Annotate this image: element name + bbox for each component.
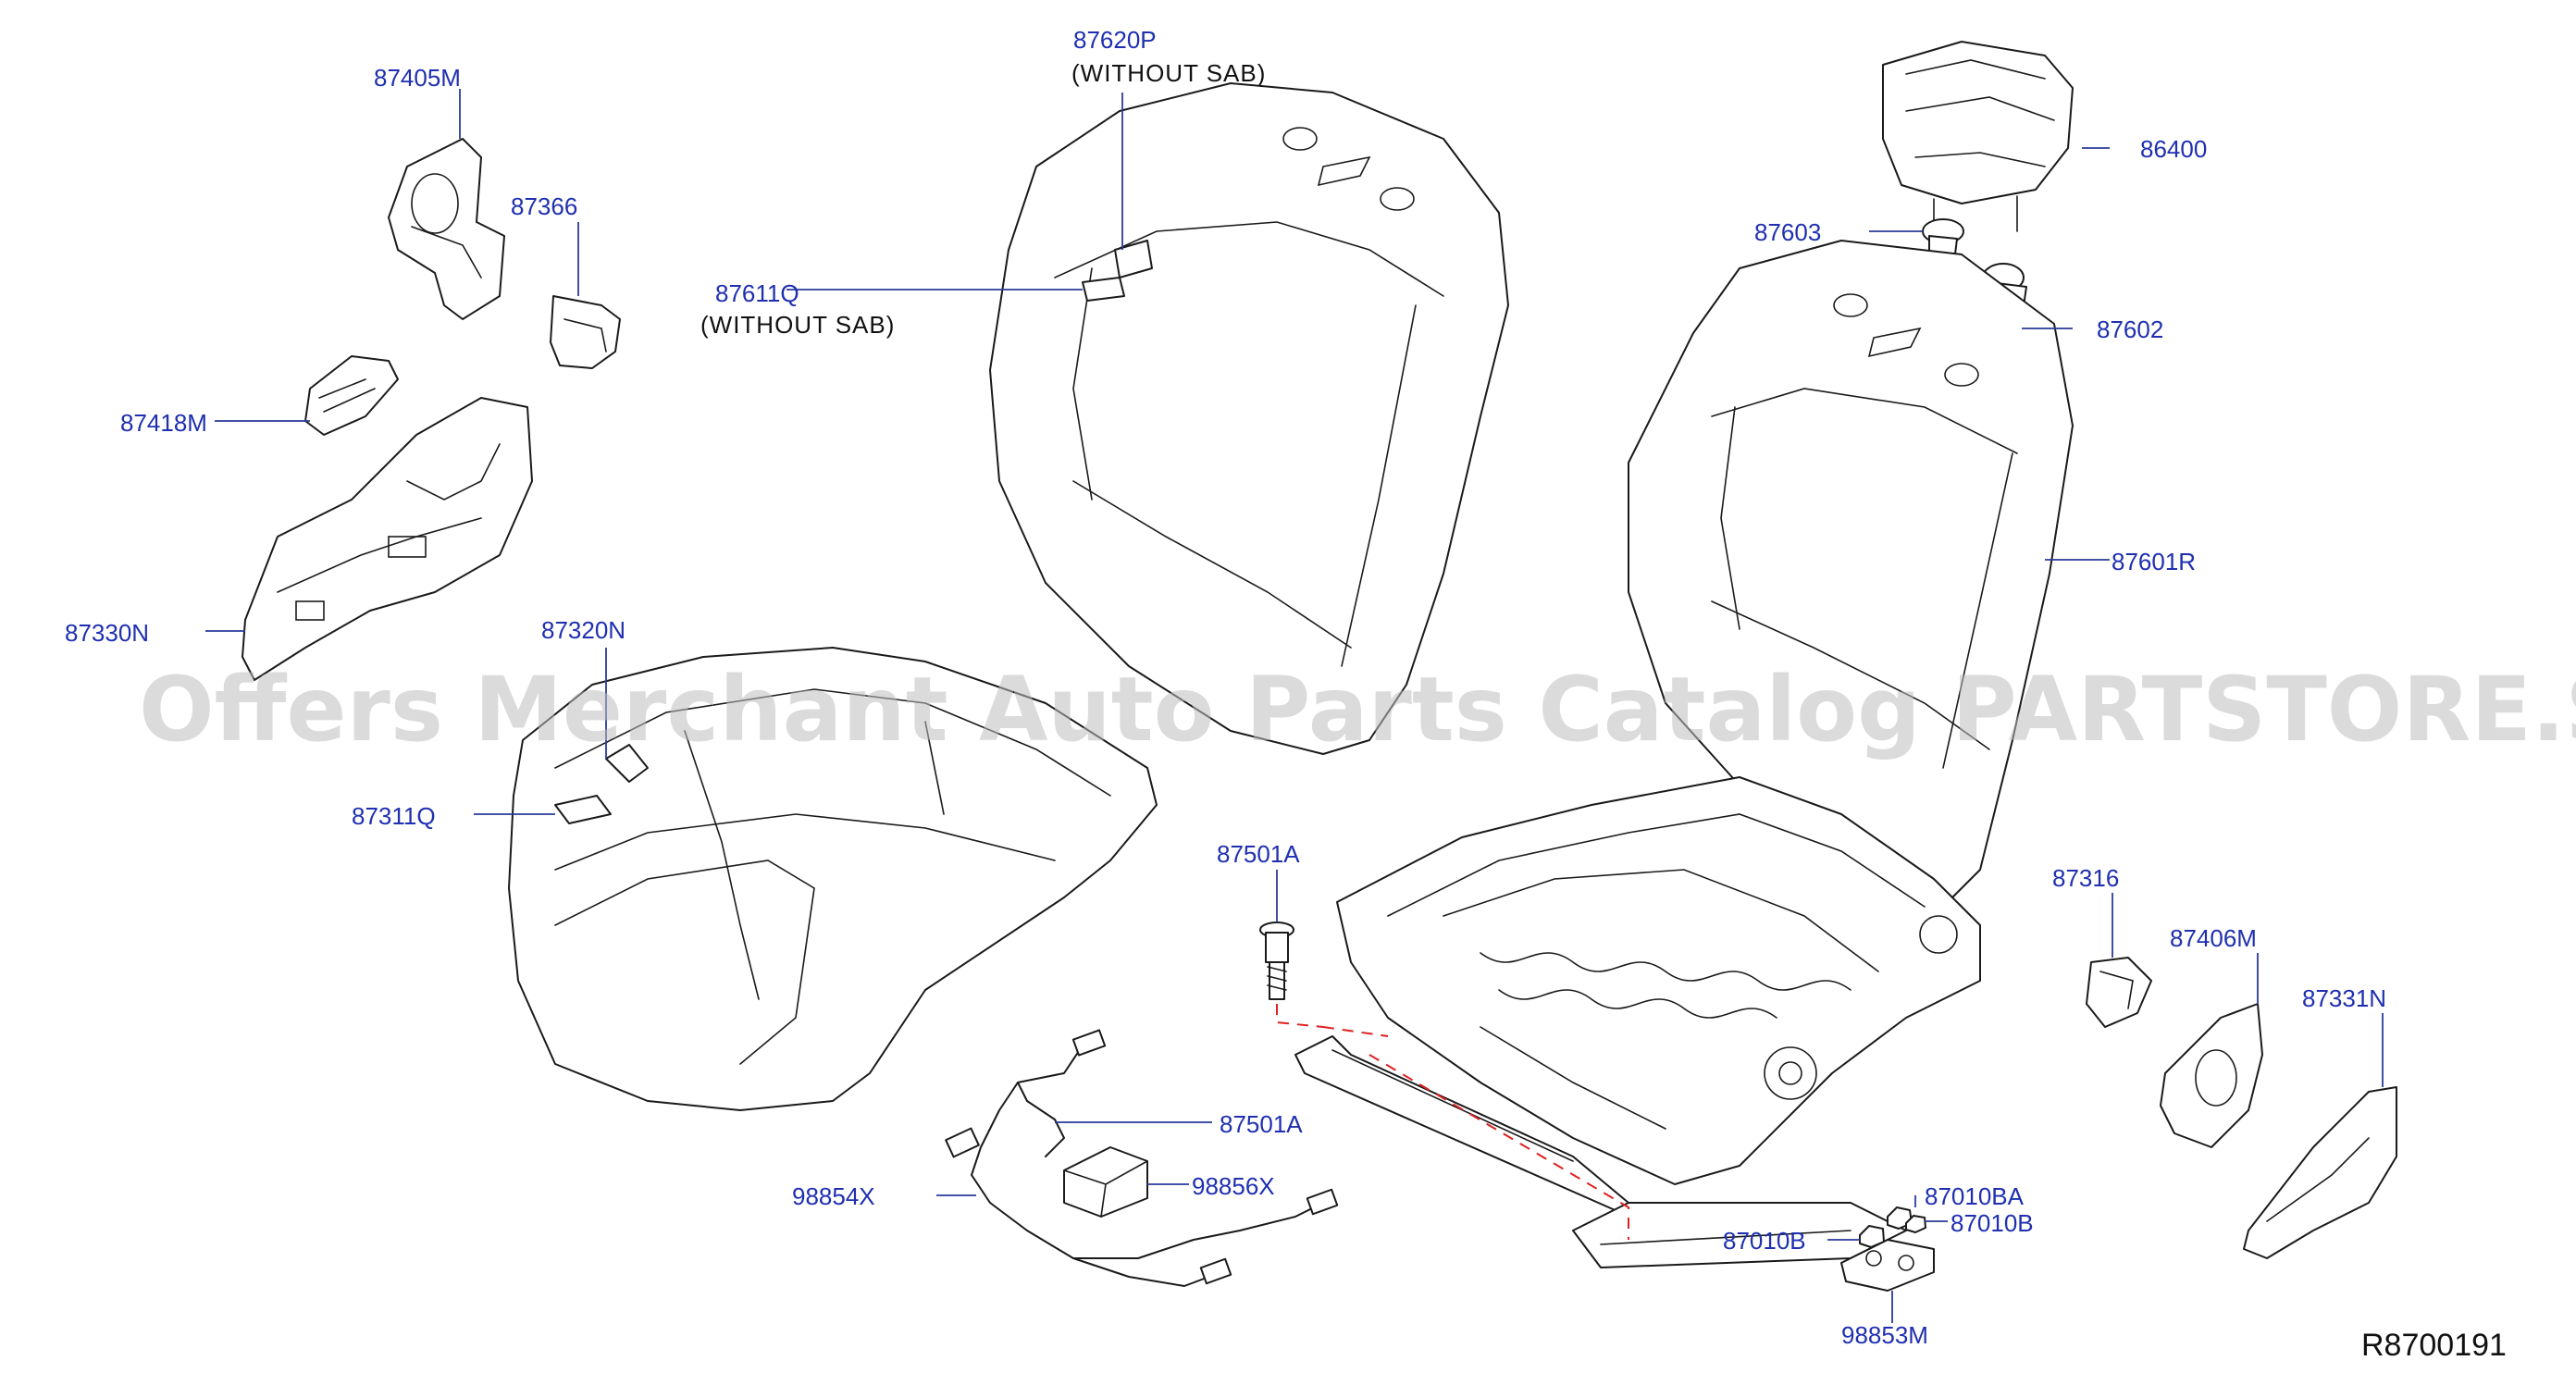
callout-87418m[interactable]: 87418M [120,409,207,437]
callout-87611q-note: (WITHOUT SAB) [700,311,895,339]
callout-87603[interactable]: 87603 [1754,218,1821,246]
callout-98853m[interactable]: 98853M [1841,1321,1928,1349]
callout-87406m[interactable]: 87406M [2170,924,2257,952]
callout-87331n[interactable]: 87331N [2302,984,2386,1012]
diagram-reference-code: R8700191 [2361,1328,2507,1363]
bolt-87501a-drawing [1259,922,1294,1000]
knob-87418m-drawing [304,355,399,436]
callout-87611q[interactable]: 87611Q [715,279,799,307]
bracket-98853m-drawing [1840,1239,1935,1292]
bracket-87406m-drawing [2160,1003,2263,1148]
clip-87366-drawing [550,295,621,369]
callout-87601r[interactable]: 87601R [2112,548,2196,575]
callout-87010b-right[interactable]: 87010B [1951,1209,2034,1237]
callout-87405m[interactable]: 87405M [374,64,461,92]
callout-87010b-left[interactable]: 87010B [1723,1227,1806,1255]
callout-87501a-harness[interactable]: 87501A [1220,1110,1303,1138]
callout-86400[interactable]: 86400 [2140,135,2207,163]
callout-87620p[interactable]: 87620P [1073,26,1157,54]
nut-87010b-drawing [1859,1206,1926,1248]
seat-cushion-trim-drawing [508,647,1158,1111]
callout-87602[interactable]: 87602 [2097,315,2163,343]
callout-87501a-bolt[interactable]: 87501A [1217,840,1300,868]
side-bracket-87405m-drawing [388,138,505,320]
callout-87330n[interactable]: 87330N [65,619,149,647]
callout-87010ba[interactable]: 87010BA [1925,1182,2025,1210]
cover-87316-drawing [2086,957,2152,1028]
install-guide-line [1276,1004,1629,1240]
headrest-drawing [1882,41,2074,241]
callout-87366[interactable]: 87366 [511,192,577,220]
side-finisher-87331n-drawing [2243,1086,2397,1259]
callout-87620p-note: (WITHOUT SAB) [1071,59,1266,87]
callout-98856x[interactable]: 98856X [1192,1172,1275,1200]
leader-lines [205,89,2384,1323]
callout-87311q[interactable]: 87311Q [352,802,436,830]
callout-87320n[interactable]: 87320N [541,616,625,644]
callout-87316[interactable]: 87316 [2052,864,2119,892]
wiring-harness-drawing [945,1029,1339,1287]
watermark-text: Offers Merchant Auto Parts Catalog PARTS… [139,658,2576,761]
seat-frame-assembly-drawing [1294,240,2074,1268]
seat-back-trim-drawing [989,82,1509,755]
callout-98854x[interactable]: 98854X [792,1182,875,1210]
side-finisher-87330n-drawing [242,397,533,681]
